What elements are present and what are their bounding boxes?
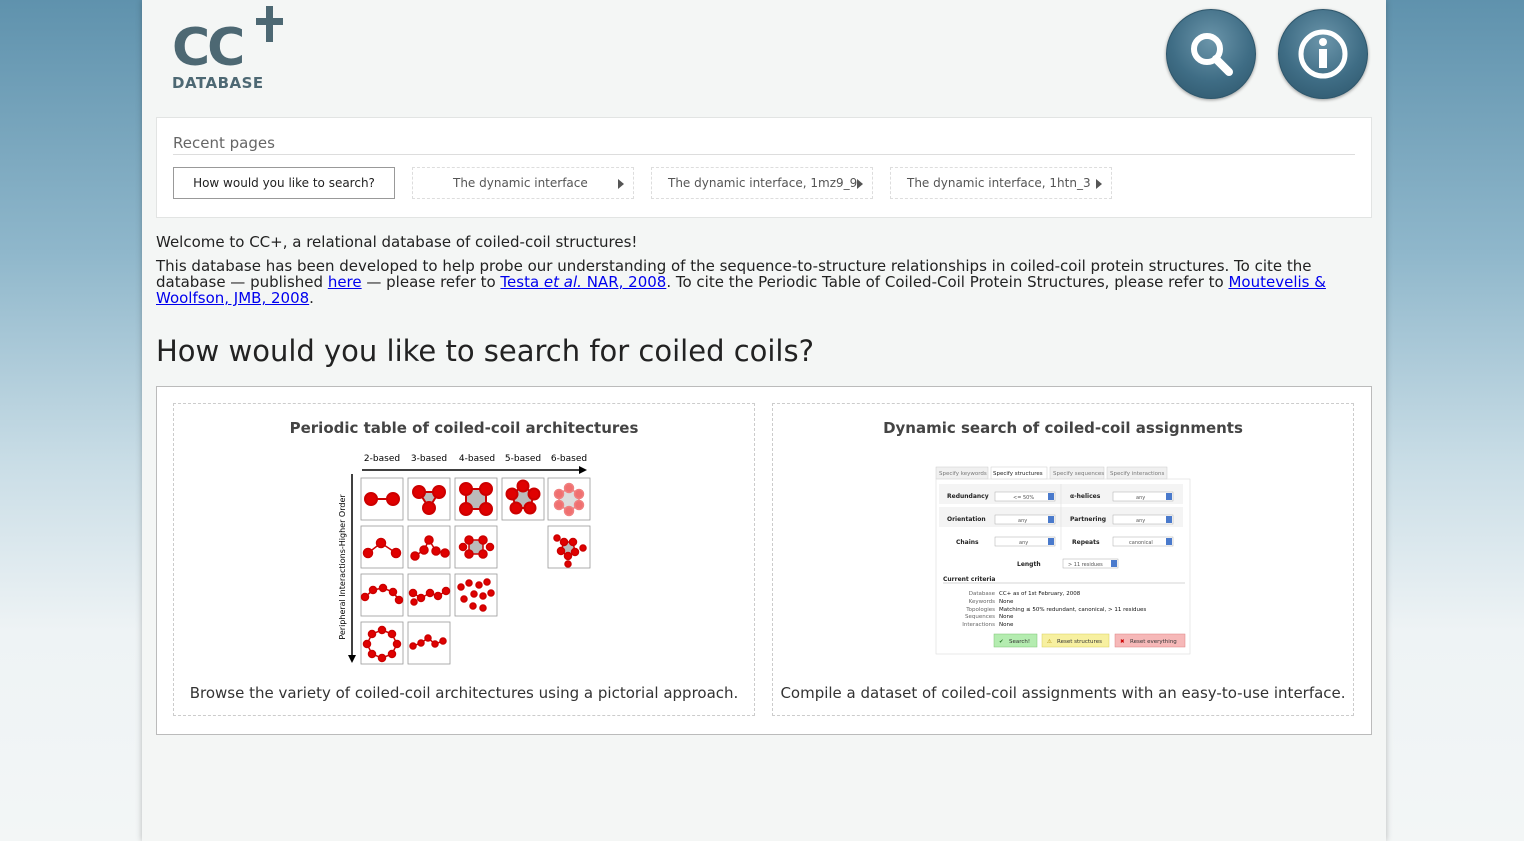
recent-pages-panel: Recent pages How would you like to searc… — [156, 117, 1372, 218]
periodic-table-thumbnail[interactable]: 2-based 3-based 4-based 5-based 6-based … — [337, 452, 593, 668]
play-arrow-icon — [1096, 179, 1102, 189]
tab-label: Specify keywords — [939, 471, 987, 477]
recent-page-link[interactable]: The dynamic interface, 1htn_3 — [890, 167, 1112, 199]
criteria-value: None — [999, 622, 1014, 628]
criteria-key: Sequences — [965, 614, 995, 620]
option-title: Periodic table of coiled-coil architectu… — [289, 419, 639, 437]
logo-letters: CC — [172, 18, 245, 78]
field-label: Chains — [956, 539, 979, 546]
field-value: any — [1019, 540, 1028, 546]
field-value: any — [1136, 495, 1145, 501]
info-icon — [1298, 29, 1348, 79]
criteria-key: Topologies — [965, 607, 995, 613]
field-label: Repeats — [1072, 539, 1100, 546]
criteria-value: None — [999, 614, 1014, 620]
recent-page-current[interactable]: How would you like to search? — [173, 167, 395, 199]
citation-etal: et al. — [543, 273, 582, 291]
logo-subtitle: DATABASE — [172, 74, 264, 92]
criteria-value: Matching ≤ 50% redundant, canonical, > 1… — [999, 607, 1146, 613]
recent-page-link[interactable]: The dynamic interface, 1mz9_9 — [651, 167, 873, 199]
column-label: 6-based — [551, 454, 587, 464]
field-label: Redundancy — [947, 493, 989, 500]
plus-icon — [256, 6, 283, 42]
field-label: Partnering — [1070, 516, 1106, 523]
tab-label: Specify interactions — [1110, 471, 1165, 477]
dynamic-search-option[interactable]: Dynamic search of coiled-coil assignment… — [772, 403, 1354, 716]
criteria-title: Current criteria — [943, 576, 995, 583]
column-label: 2-based — [364, 454, 400, 464]
reset-warning-icon: ⚠ — [1047, 639, 1052, 645]
column-label: 5-based — [505, 454, 541, 464]
field-value: > 11 residues — [1068, 562, 1103, 568]
info-button[interactable] — [1278, 9, 1368, 99]
recent-pages-title: Recent pages — [173, 134, 1355, 155]
criteria-key: Keywords — [969, 599, 995, 605]
recent-page-label: How would you like to search? — [193, 176, 375, 190]
field-label: Orientation — [947, 516, 986, 523]
recent-page-label: The dynamic interface, 1mz9_9 — [668, 176, 858, 190]
search-button[interactable] — [1166, 9, 1256, 99]
citation-author: Testa — [500, 273, 544, 291]
recent-page-label: The dynamic interface, 1htn_3 — [907, 176, 1091, 190]
option-description: Browse the variety of coiled-coil archit… — [189, 684, 739, 702]
criteria-value: CC+ as of 1st February, 2008 — [999, 591, 1081, 597]
option-description: Compile a dataset of coiled-coil assignm… — [780, 684, 1346, 702]
play-arrow-icon — [857, 179, 863, 189]
field-value: any — [1018, 518, 1027, 524]
field-value: canonical — [1129, 540, 1153, 546]
tab-label: Specify structures — [993, 471, 1043, 477]
thumb-button-label: Search! — [1009, 639, 1030, 645]
column-label: 4-based — [459, 454, 495, 464]
intro-paragraph: This database has been developed to help… — [156, 258, 1372, 306]
criteria-key: Database — [969, 591, 996, 597]
column-label: 3-based — [411, 454, 447, 464]
page-title: How would you like to search for coiled … — [156, 334, 814, 368]
axis-label: Peripheral Interactions-Higher Order — [338, 494, 347, 640]
intro-text: This database has been developed to help… — [156, 257, 1312, 291]
intro-text: — please refer to — [361, 273, 501, 291]
moutevelis-citation-link[interactable]: Moutevelis & Woolfson, JMB, 2008 — [156, 273, 1326, 307]
intro-text: . — [309, 289, 314, 307]
field-label: Length — [1017, 561, 1041, 568]
option-title: Dynamic search of coiled-coil assignment… — [883, 419, 1243, 437]
periodic-table-option[interactable]: Periodic table of coiled-coil architectu… — [173, 403, 755, 716]
testa-citation-link[interactable]: Testa et al. NAR, 2008 — [500, 273, 666, 291]
field-value: <= 50% — [1013, 495, 1034, 501]
search-icon — [1191, 33, 1233, 76]
cc-plus-logo[interactable]: CC DATABASE — [172, 6, 292, 96]
here-link[interactable]: here — [327, 273, 362, 291]
criteria-key: Interactions — [962, 622, 995, 628]
reset-cross-icon: ✖ — [1120, 639, 1125, 645]
citation-journal: NAR, 2008 — [581, 273, 667, 291]
field-value: any — [1136, 518, 1145, 524]
search-check-icon: ✔ — [999, 639, 1004, 645]
thumb-button-label: Reset everything — [1130, 639, 1177, 645]
play-arrow-icon — [618, 179, 624, 189]
search-options-panel: Periodic table of coiled-coil architectu… — [156, 386, 1372, 735]
intro-text: . To cite the Periodic Table of Coiled-C… — [666, 273, 1229, 291]
dynamic-search-thumbnail[interactable]: Specify keywords Specify structures Spec… — [935, 452, 1191, 668]
page-container: CC DATABASE Recent pages How would you l… — [142, 0, 1386, 841]
recent-page-link[interactable]: The dynamic interface — [412, 167, 634, 199]
welcome-text: Welcome to CC+, a relational database of… — [156, 233, 638, 251]
field-label: α-helices — [1070, 493, 1101, 500]
tab-label: Specify sequences — [1053, 471, 1104, 477]
thumb-button-label: Reset structures — [1057, 639, 1102, 645]
criteria-value: None — [999, 599, 1014, 605]
recent-page-label: The dynamic interface — [453, 176, 588, 190]
